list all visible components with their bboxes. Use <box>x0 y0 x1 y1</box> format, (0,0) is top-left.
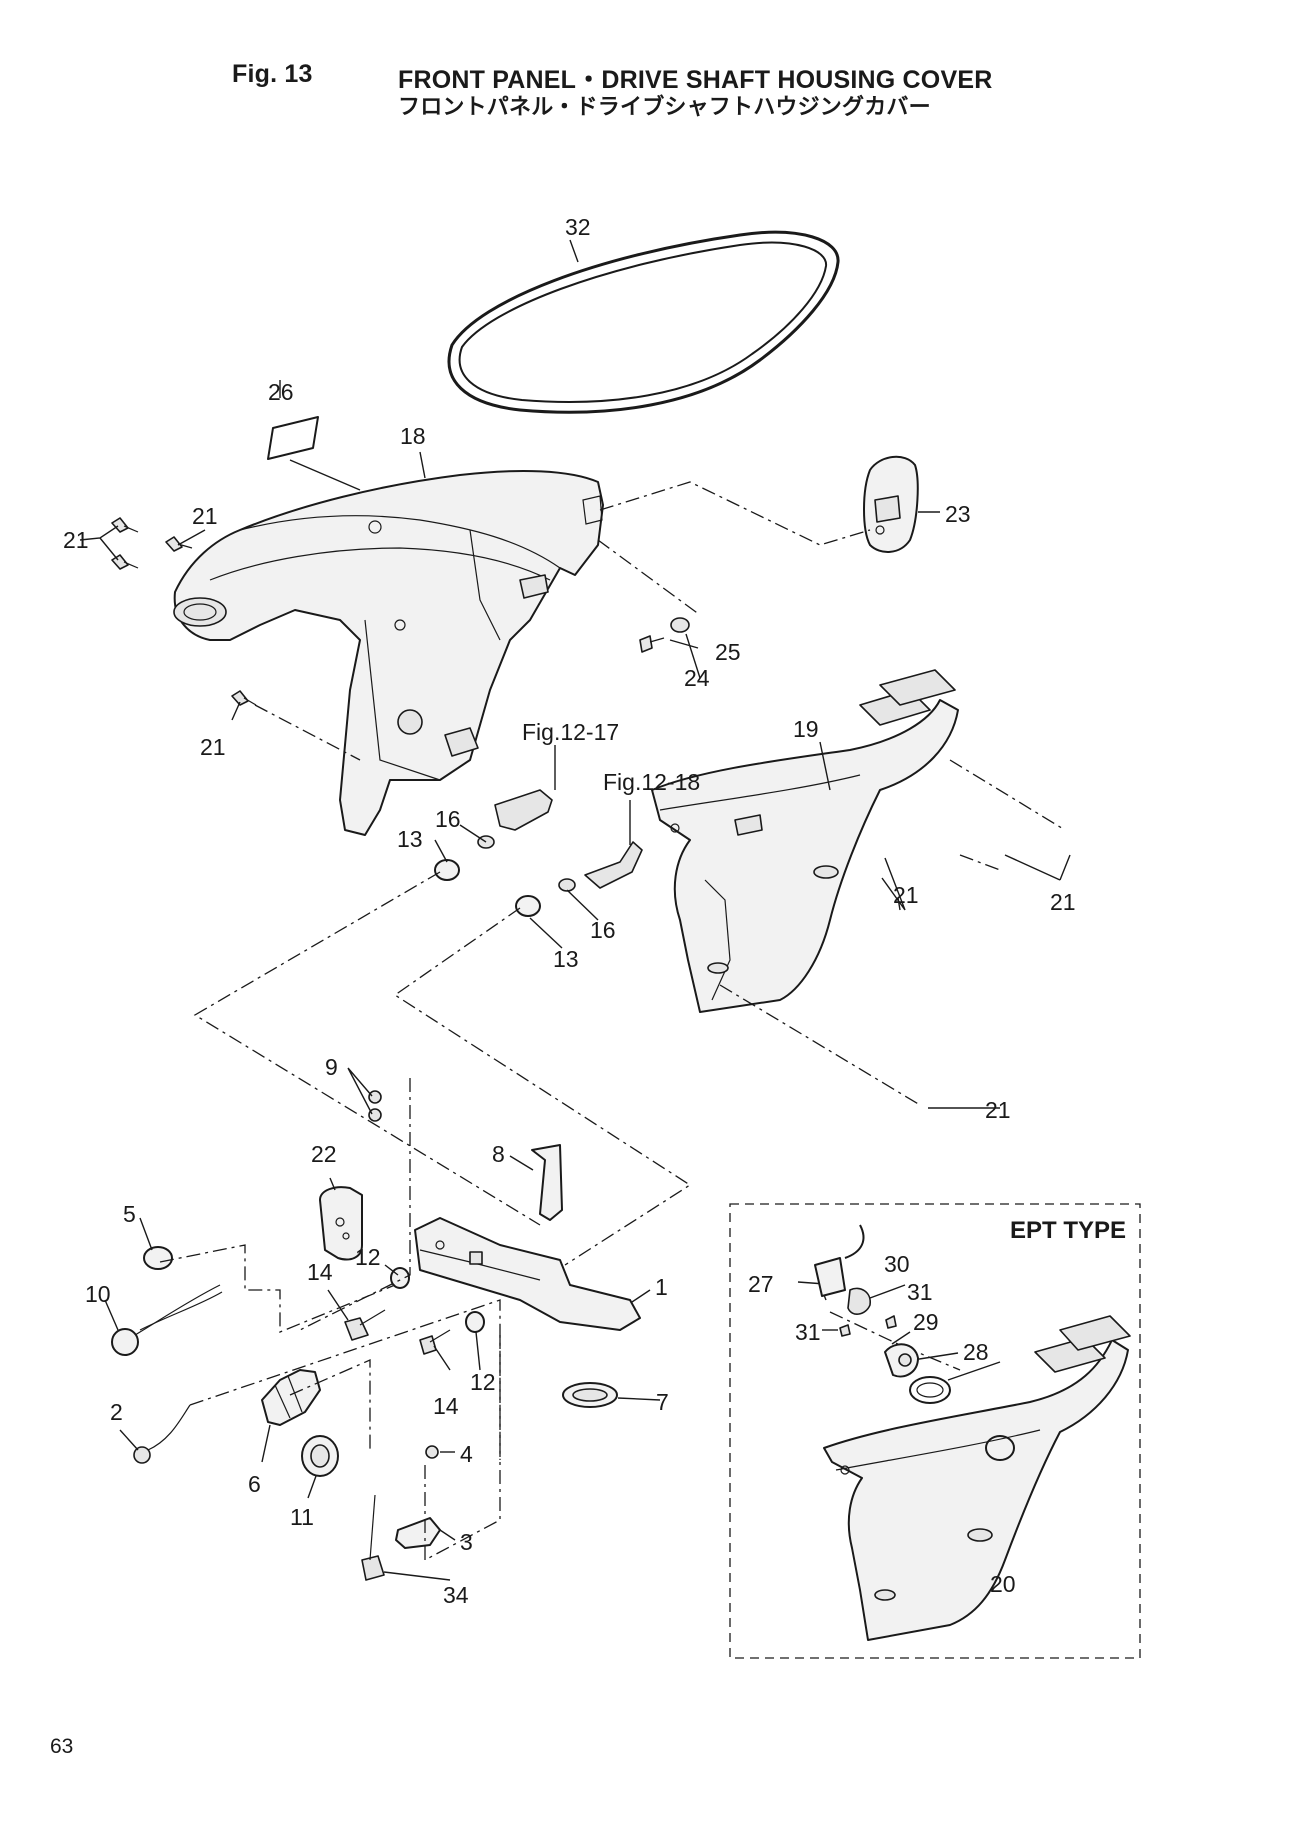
callout-25: 25 <box>715 639 741 665</box>
page-title-japanese: フロントパネル・ドライブシャフトハウジングカバー <box>398 95 931 120</box>
part-31-screws <box>839 1315 897 1337</box>
part-28-seal <box>909 1376 951 1404</box>
part-26-label <box>267 416 319 460</box>
callout-11: 11 <box>290 1504 314 1530</box>
callout-4: 4 <box>460 1441 473 1467</box>
part-9-screws <box>368 1090 382 1122</box>
callout-18: 18 <box>400 423 426 449</box>
part-24-25-bolt-washer <box>639 617 690 653</box>
part-32-seal-ring <box>447 230 840 414</box>
callout-27: 27 <box>748 1271 774 1297</box>
callout-14-lower: 14 <box>433 1393 459 1419</box>
part-23-bracket <box>863 455 919 553</box>
callout-5: 5 <box>123 1201 136 1227</box>
part-4-screw <box>425 1445 439 1459</box>
callout-16-lower: 16 <box>590 917 616 943</box>
page-number: 63 <box>50 1735 74 1758</box>
callout-21-cover-mid: 21 <box>893 882 919 908</box>
callout-23: 23 <box>945 501 971 527</box>
callout-fig-12-17: Fig.12-17 <box>522 719 619 745</box>
callout-14-left: 14 <box>307 1259 333 1285</box>
part-2-lead-wire <box>133 1404 191 1464</box>
callout-12-lower: 12 <box>470 1369 496 1395</box>
ept-type-heading: EPT TYPE <box>1010 1217 1126 1244</box>
callout-32: 32 <box>565 214 591 240</box>
part-11-grommet <box>301 1435 339 1477</box>
callout-1: 1 <box>655 1274 668 1300</box>
callout-6: 6 <box>248 1471 261 1497</box>
callout-12-left: 12 <box>355 1244 381 1270</box>
callout-21-mid: 21 <box>200 734 226 760</box>
callout-10: 10 <box>85 1281 111 1307</box>
part-3-switch <box>395 1517 441 1549</box>
callout-21-left: 21 <box>63 527 89 553</box>
callout-31-left: 31 <box>795 1319 821 1345</box>
part-29-lamp-socket <box>884 1343 919 1378</box>
callout-29: 29 <box>913 1309 939 1335</box>
callout-28: 28 <box>963 1339 989 1365</box>
part-7-grommet <box>562 1382 618 1408</box>
callout-21-upper: 21 <box>192 503 218 529</box>
callout-labels: 32 26 18 23 21 21 21 25 24 Fig.12-17 Fig… <box>63 214 1076 1608</box>
part-22-cover-plate <box>319 1186 363 1261</box>
part-20-housing-cover-ept <box>823 1315 1131 1641</box>
part-34-cable <box>361 1494 385 1581</box>
part-6-boot <box>261 1369 321 1426</box>
callout-fig-12-18: Fig.12-18 <box>603 769 700 795</box>
callout-7: 7 <box>656 1389 669 1415</box>
callout-20: 20 <box>990 1571 1016 1597</box>
part-19-housing-cover <box>651 669 959 1013</box>
callout-2: 2 <box>110 1399 123 1425</box>
part-21-bolts-upper <box>111 517 257 706</box>
callout-30: 30 <box>884 1251 910 1277</box>
page-title: FRONT PANEL・DRIVE SHAFT HOUSING COVER <box>398 66 993 94</box>
callout-19: 19 <box>793 716 819 742</box>
callout-13-lower: 13 <box>553 946 579 972</box>
callout-24: 24 <box>684 665 710 691</box>
part-18-front-panel <box>173 470 604 836</box>
callout-8: 8 <box>492 1141 505 1167</box>
part-14-12-bolts <box>344 1267 485 1355</box>
part-1-front-panel-lower <box>414 1217 641 1331</box>
callout-21-cover-lower: 21 <box>985 1097 1011 1123</box>
callout-31-upper: 31 <box>907 1279 933 1305</box>
part-5-plug <box>143 1246 173 1270</box>
callout-26: 26 <box>268 379 294 405</box>
part-13-16-grommets <box>434 789 643 917</box>
callout-34: 34 <box>443 1582 469 1608</box>
part-8-bracket <box>531 1144 563 1221</box>
figure-number: Fig. 13 <box>232 60 313 88</box>
ept-type-inset-frame <box>729 1203 1141 1659</box>
phantom-lines <box>159 481 1066 1562</box>
callout-22: 22 <box>311 1141 337 1167</box>
callout-13-upper: 13 <box>397 826 423 852</box>
part-30-holder <box>847 1287 871 1315</box>
callout-3: 3 <box>460 1529 473 1555</box>
callout-9: 9 <box>325 1054 338 1080</box>
part-10-switch <box>111 1284 223 1356</box>
part-27-connector <box>814 1224 865 1297</box>
callout-16-upper: 16 <box>435 806 461 832</box>
callout-21-cover-right: 21 <box>1050 889 1076 915</box>
